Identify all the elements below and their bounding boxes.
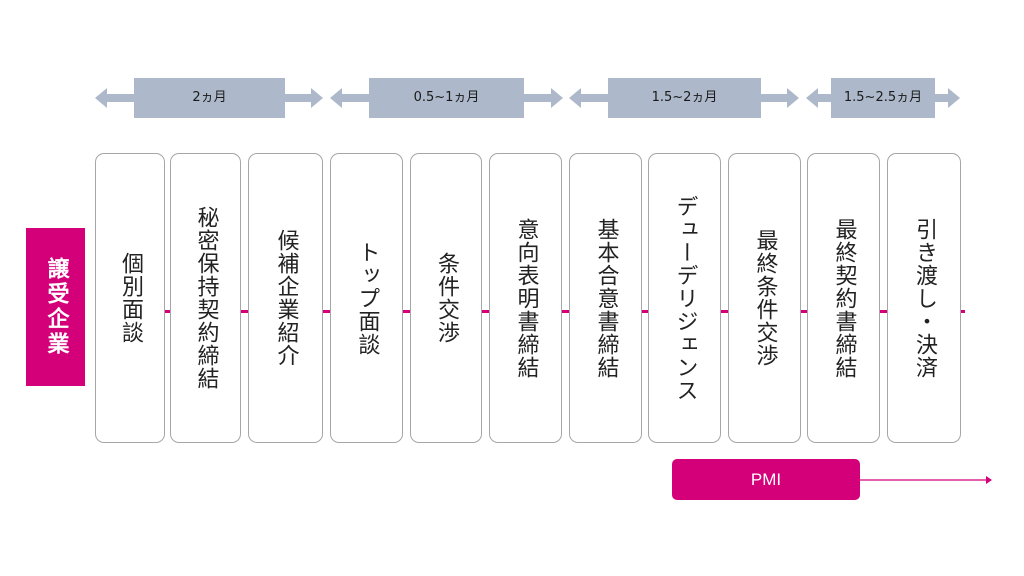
side-label: 譲受企業: [26, 228, 85, 386]
step-box: 意向表明書締結: [489, 153, 562, 443]
phase-label: 1.5~2ヵ月: [651, 90, 718, 105]
step-label: 秘密保持契約締結: [193, 206, 219, 390]
step-box: 個別面談: [95, 153, 165, 443]
phase-arrow: 1.5~2ヵ月: [569, 78, 799, 118]
step-box: 条件交渉: [410, 153, 482, 443]
step-label: 最終契約書締結: [831, 217, 857, 379]
pmi-box: PMI: [672, 459, 860, 500]
phase-label: 2ヵ月: [192, 90, 227, 105]
arrow-right-icon: [860, 476, 992, 484]
step-box: 基本合意書締結: [569, 153, 642, 443]
phase-arrow: 1.5~2.5ヵ月: [806, 78, 960, 118]
step-box: デューデリジェンス: [648, 153, 721, 443]
step-label: 候補企業紹介: [273, 229, 299, 367]
double-arrow-icon: [330, 78, 563, 118]
phase-label: 0.5~1ヵ月: [413, 90, 480, 105]
step-label: 最終条件交渉: [752, 229, 778, 367]
step-box: 候補企業紹介: [248, 153, 323, 443]
step-label: 基本合意書締結: [593, 217, 619, 379]
phase-arrow: 0.5~1ヵ月: [330, 78, 563, 118]
step-label: 意向表明書締結: [513, 217, 539, 379]
step-box: トップ面談: [330, 153, 403, 443]
step-box: 引き渡し・決済: [887, 153, 961, 443]
double-arrow-icon: [95, 78, 323, 118]
step-box: 秘密保持契約締結: [170, 153, 241, 443]
double-arrow-icon: [806, 78, 960, 118]
pmi-label: PMI: [750, 469, 782, 489]
step-label: デューデリジェンス: [672, 194, 698, 402]
step-label: 引き渡し・決済: [912, 217, 937, 379]
step-label: 個別面談: [118, 252, 143, 344]
step-box: 最終条件交渉: [728, 153, 801, 443]
phase-label: 1.5~2.5ヵ月: [843, 90, 923, 105]
flow-connector-line: [160, 310, 965, 313]
step-label: 条件交渉: [434, 252, 459, 344]
side-label-text: 譲受企業: [43, 257, 69, 357]
step-box: 最終契約書締結: [807, 153, 880, 443]
step-label: トップ面談: [354, 240, 380, 356]
double-arrow-icon: [569, 78, 799, 118]
phase-arrow: 2ヵ月: [95, 78, 323, 118]
